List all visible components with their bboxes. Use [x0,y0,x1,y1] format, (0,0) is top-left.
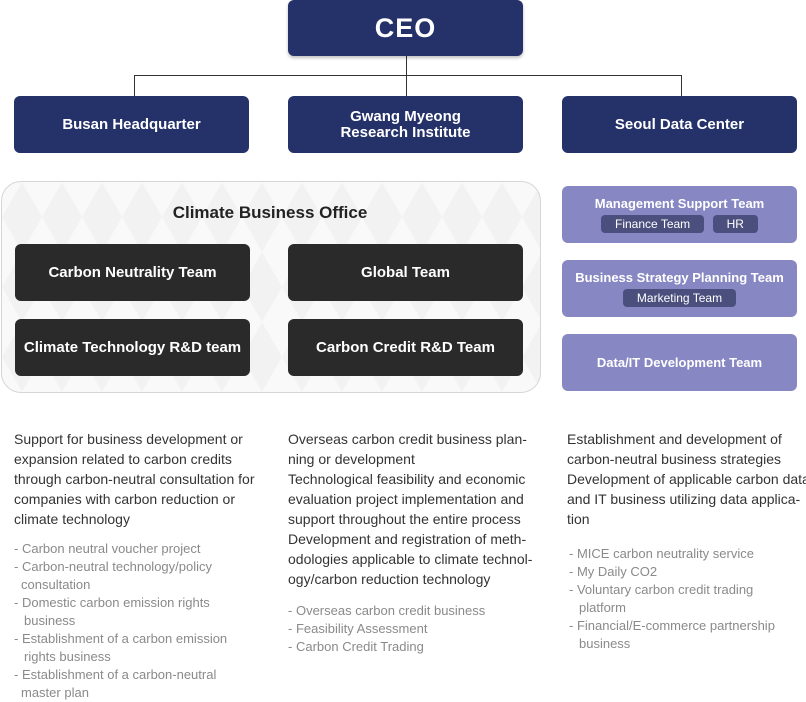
climate-business-office-title: Climate Business Office [172,203,368,222]
business-strategy-planning-team-box: Business Strategy Planning Team Marketin… [562,260,797,317]
gwang-myeong-label-line2: Research Institute [340,123,471,141]
busan-headquarter-label: Busan Headquarter [62,116,201,133]
description-line: evaluation project implementation and [288,491,524,507]
marketing-team-pill: Marketing Team [622,289,737,307]
bullet-item: Overseas carbon credit business [285,602,545,620]
gwang-myeong-bullet-list: Overseas carbon credit business Feasibil… [285,602,545,656]
busan-bullet-list: Carbon neutral voucher project Carbon-ne… [11,540,271,702]
bullet-item: Carbon-neutral technology/policyconsulta… [11,558,271,594]
carbon-neutrality-team-label: Carbon Neutrality Team [48,264,217,281]
connector-seoul [681,75,682,96]
seoul-description: Establishment and development of carbon-… [567,429,806,529]
connector-ceo-vertical [406,56,407,96]
connector-horizontal [134,75,682,76]
description-line: support throughout the entire process [288,511,521,527]
description-line: expansion related to carbon credits [14,451,232,467]
climate-technology-rnd-team-label: Climate Technology R&D team [23,339,242,356]
carbon-credit-rnd-team-box: Carbon Credit R&D Team [288,319,523,376]
data-it-development-team-box: Data/IT Development Team [562,334,797,391]
connector-busan [134,75,135,96]
bullet-item: My Daily CO2 [566,563,802,581]
bullet-item: MICE carbon neutrality service [566,545,802,563]
bullet-item: Carbon Credit Trading [285,638,545,656]
strategy-subteams: Marketing Team [621,289,738,307]
description-line: climate technology [14,511,130,527]
management-support-team-label: Management Support Team [594,196,765,211]
seoul-data-center-box: Seoul Data Center [562,96,797,153]
description-line: ning or development [288,451,415,467]
description-line: through carbon-neutral consultation for [14,471,255,487]
description-line: odologies applicable to climate technol- [288,551,533,567]
gwang-myeong-box: Gwang Myeong Research Institute [288,96,523,153]
business-strategy-planning-team-label: Business Strategy Planning Team [575,270,784,285]
description-line: Overseas carbon credit business plan- [288,431,527,447]
description-line: companies with carbon reduction or [14,491,236,507]
carbon-credit-rnd-team-label: Carbon Credit R&D Team [316,339,495,356]
description-line: tion [567,511,590,527]
global-team-label: Global Team [361,264,450,281]
bullet-item: Carbon neutral voucher project [11,540,271,558]
description-line: Development and registration of meth- [288,531,527,547]
data-it-development-team-label: Data/IT Development Team [596,355,763,370]
description-line: Establishment and development of [567,431,782,447]
seoul-bullet-list: MICE carbon neutrality service My Daily … [566,545,802,653]
management-subteams: Finance Team HR [599,215,760,233]
description-line: carbon-neutral business strategies [567,451,782,467]
gwang-myeong-label-line1: Gwang Myeong [350,107,461,125]
description-line: Technological feasibility and economic [288,471,526,487]
finance-team-pill: Finance Team [601,215,705,233]
description-line: Development of applicable carbon data [567,471,806,487]
carbon-neutrality-team-box: Carbon Neutrality Team [15,244,250,301]
ceo-box: CEO [288,0,523,56]
gwang-myeong-description: Overseas carbon credit business plan- ni… [288,429,558,589]
management-support-team-box: Management Support Team Finance Team HR [562,186,797,243]
description-line: and IT business utilizing data applica- [567,491,801,507]
bullet-item: Feasibility Assessment [285,620,545,638]
bullet-item: Establishment of a carbon-neutralmaster … [11,666,271,702]
description-line: Support for business development or [14,431,243,447]
climate-technology-rnd-team-box: Climate Technology R&D team [15,319,250,376]
busan-description: Support for business development or expa… [14,429,274,529]
global-team-box: Global Team [288,244,523,301]
description-line: ogy/carbon reduction technology [288,571,491,587]
bullet-item: Establishment of a carbon emissionrights… [11,630,271,666]
hr-pill: HR [712,215,758,233]
seoul-data-center-label: Seoul Data Center [614,116,745,133]
busan-headquarter-box: Busan Headquarter [14,96,249,153]
ceo-label: CEO [374,12,437,43]
